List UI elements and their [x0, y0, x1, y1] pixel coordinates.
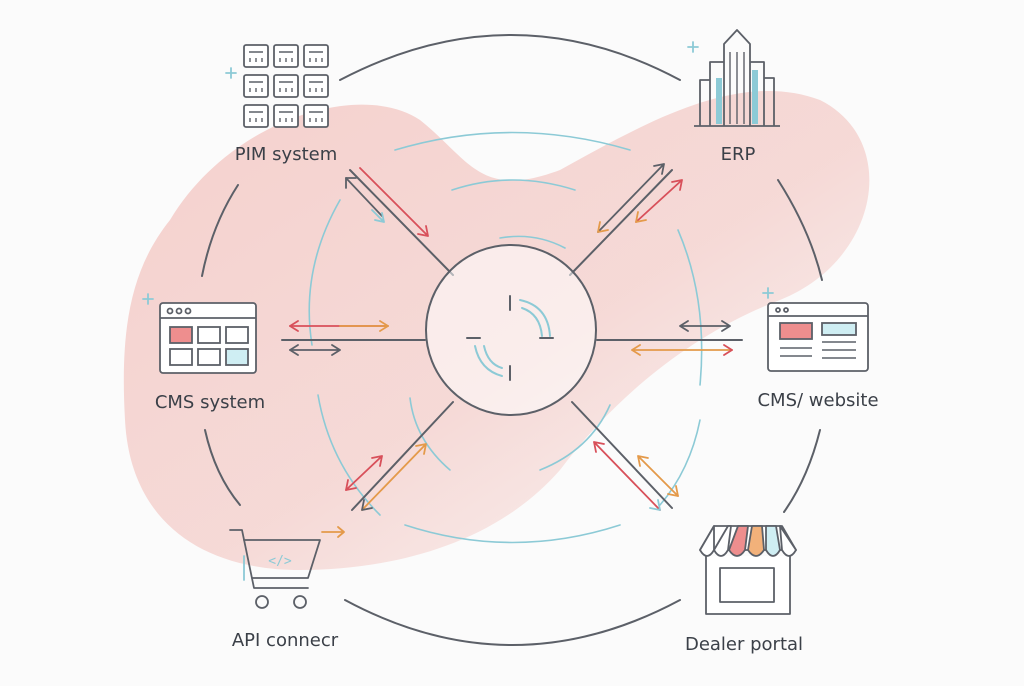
node-label-dealer: Dealer portal: [685, 634, 803, 655]
arrow-pairs: [289, 163, 733, 538]
cart-code-icon: [229, 529, 321, 609]
target-hub-icon: [466, 295, 554, 381]
spokes: [281, 169, 743, 511]
node-label-cms-web: CMS/ website: [757, 390, 878, 411]
node-label-cms: CMS system: [155, 392, 265, 413]
node-label-erp: ERP: [721, 144, 756, 165]
building-icon: [694, 29, 780, 127]
arrow-cms: [289, 320, 389, 356]
arrow-cms-web: [631, 320, 733, 356]
node-label-api: API connecr: [232, 630, 339, 651]
cart-code-glyph: </>: [268, 554, 292, 569]
central-hub: [425, 244, 597, 416]
storefront-icon: [699, 525, 797, 615]
browser-layout-icon: [767, 302, 869, 372]
server-grid-icon: [243, 44, 329, 128]
arrow-dealer: [593, 441, 679, 511]
arrow-api: [345, 443, 427, 511]
arrow-pim: [345, 167, 429, 237]
arrow-cart: [321, 526, 345, 538]
outer-ring: [201, 34, 823, 646]
node-label-pim: PIM system: [235, 144, 338, 165]
plus-marks: [142, 41, 774, 305]
browser-grid-icon: [159, 302, 257, 374]
arrow-erp: [597, 163, 683, 233]
